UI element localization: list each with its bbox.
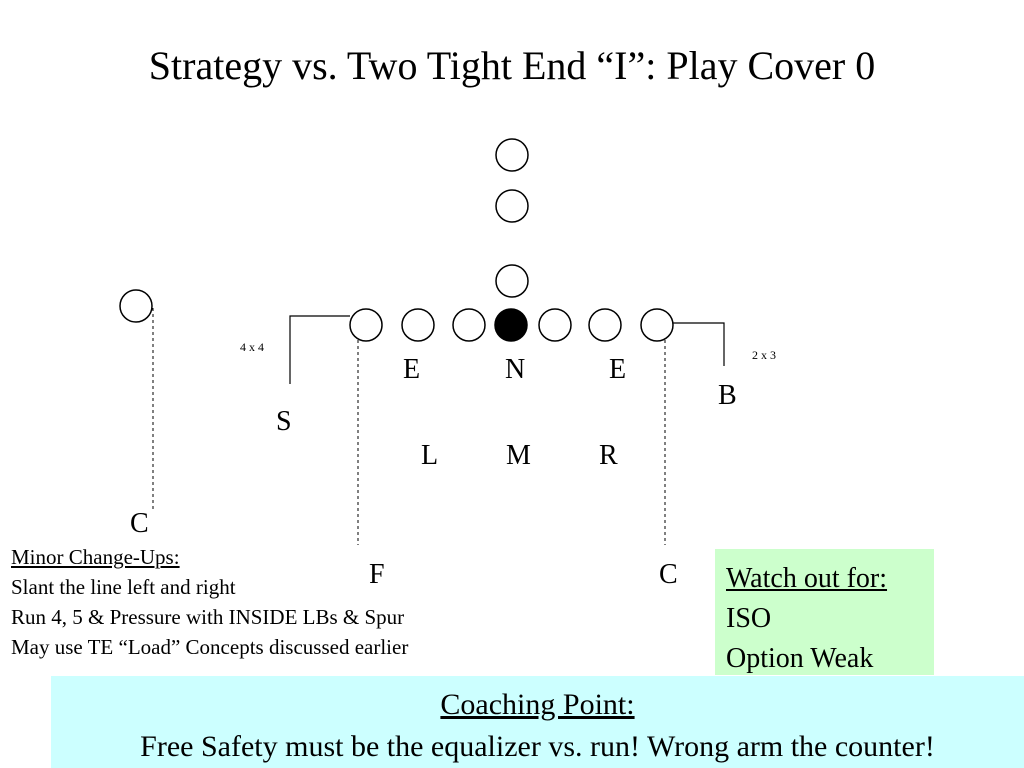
defense-linebacker-right: R	[599, 440, 618, 471]
technique-left-label: 4 x 4	[240, 340, 264, 354]
defense-end-left: E	[403, 354, 421, 385]
technique-bracket-right	[673, 322, 725, 366]
change-ups-heading: Minor Change-Ups:	[11, 545, 180, 569]
technique-right-label: 2 x 3	[752, 348, 776, 362]
offense-tackle-left	[401, 308, 435, 342]
offense-split-end-left	[119, 289, 153, 323]
defense-corner-left: C	[130, 508, 149, 539]
defense-free-safety: F	[369, 559, 385, 590]
slide-title: Strategy vs. Two Tight End “I”: Play Cov…	[148, 43, 876, 88]
defense-corner-right: C	[659, 559, 678, 590]
change-ups-line: May use TE “Load” Concepts discussed ear…	[11, 635, 409, 659]
coaching-point-box: Coaching Point: Free Safety must be the …	[51, 676, 1024, 768]
change-ups-line: Slant the line left and right	[11, 575, 236, 599]
defense-end-right: E	[609, 354, 627, 385]
offense-backfield-near	[495, 264, 529, 298]
coaching-point-text: Free Safety must be the equalizer vs. ru…	[140, 730, 935, 763]
coaching-point-heading: Coaching Point:	[440, 688, 635, 721]
change-ups-line: Run 4, 5 & Pressure with INSIDE LBs & Sp…	[11, 605, 405, 629]
watch-out-item: Option Weak	[726, 643, 874, 674]
offense-backfield-mid	[495, 189, 529, 223]
offense-guard-right	[538, 308, 572, 342]
watch-out-heading: Watch out for:	[726, 563, 888, 594]
offense-guard-left	[452, 308, 486, 342]
defense-strong: S	[276, 406, 292, 437]
offense-tight-end-right	[640, 308, 674, 342]
defense-linebacker-left: L	[421, 440, 439, 471]
offense-backfield-deep	[495, 138, 529, 172]
offense-tight-end-left	[349, 308, 383, 342]
technique-bracket-left	[289, 315, 350, 384]
defense-backer: B	[718, 380, 737, 411]
defense-linebacker-mid: M	[506, 440, 531, 471]
change-ups-notes: Minor Change-Ups: Slant the line left an…	[11, 542, 408, 662]
defense-nose: N	[505, 354, 526, 385]
offense-center	[494, 308, 528, 342]
watch-out-item: ISO	[726, 603, 772, 634]
watch-out-box: Watch out for: ISO Option Weak	[715, 549, 934, 675]
offense-tackle-right	[588, 308, 622, 342]
